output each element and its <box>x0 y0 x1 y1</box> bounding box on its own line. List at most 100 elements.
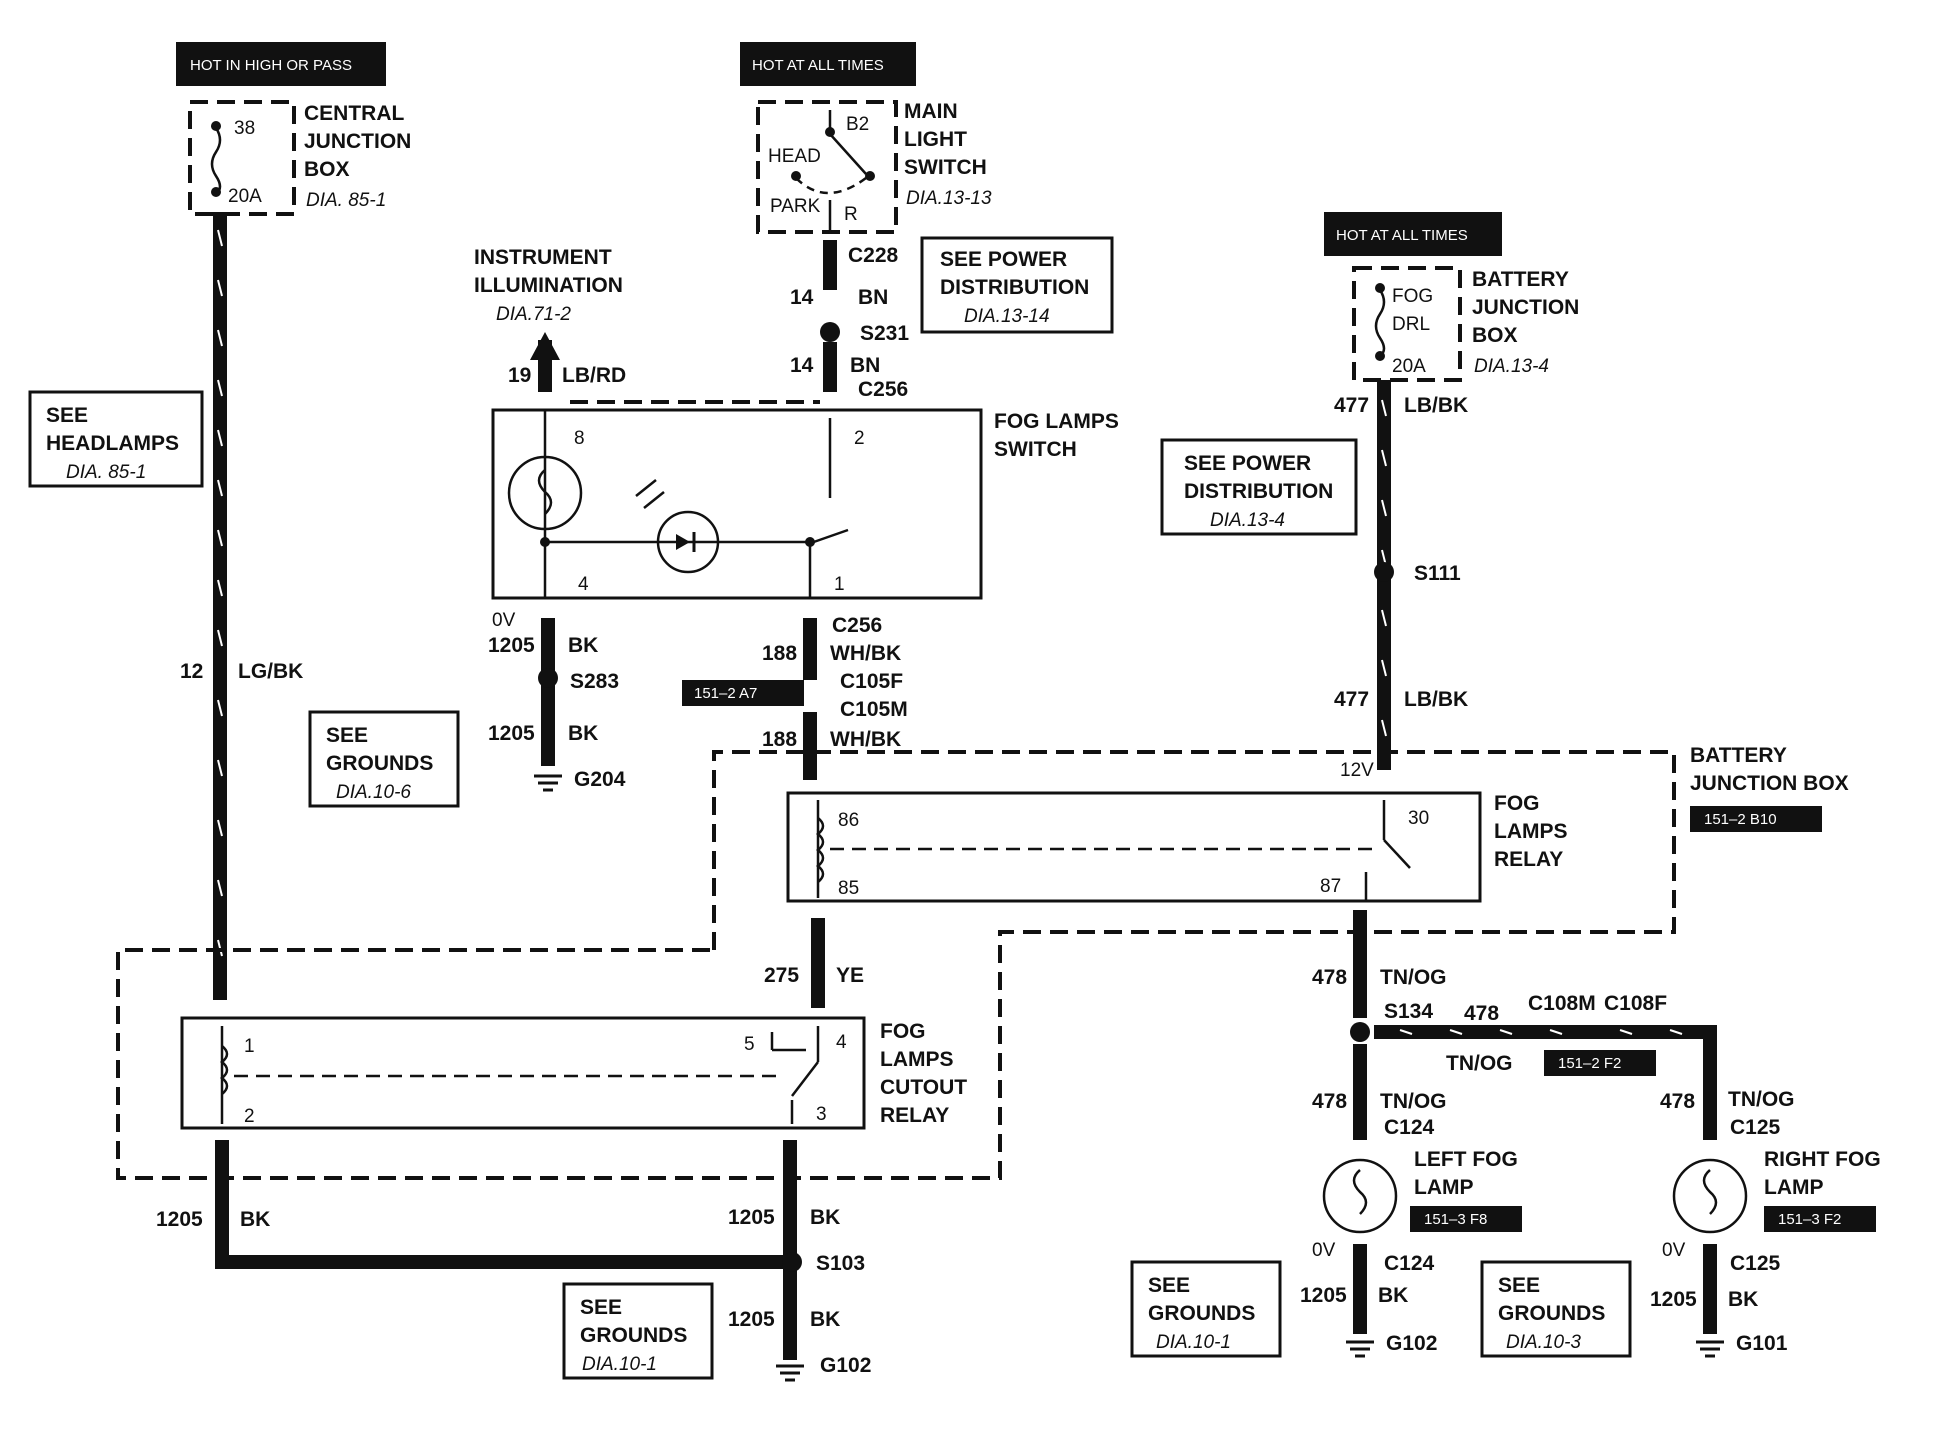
see-headlamps-box <box>28 390 204 488</box>
wire-color: BK <box>568 722 598 745</box>
see-power-2-l2: DISTRIBUTION <box>1184 480 1333 503</box>
fog-relay-title-3: RELAY <box>1494 848 1563 871</box>
ref-tag-f8 <box>1410 1206 1522 1232</box>
hot-all-times-tag-2 <box>1324 212 1502 256</box>
see-grounds-box-1 <box>308 710 460 808</box>
pin-1: 1 <box>244 1036 255 1057</box>
ref-tag-b10 <box>1690 806 1822 832</box>
splice-s231 <box>820 322 840 342</box>
labels: HOT IN HIGH OR PASS HOT AT ALL TIMES HOT… <box>46 57 1881 1377</box>
connector-label: C228 <box>848 244 899 267</box>
connector-label: C124 <box>1384 1116 1435 1139</box>
wire-num: 14 <box>790 286 814 309</box>
right-lamp-title-2: LAMP <box>1764 1176 1824 1199</box>
instrument-title-1: INSTRUMENT <box>474 246 612 269</box>
pin-r: R <box>844 204 858 225</box>
wire-color: BN <box>850 354 880 377</box>
voltage: 12V <box>1340 760 1374 781</box>
battery-jb-title-2: JUNCTION <box>1472 296 1579 319</box>
pin-4: 4 <box>578 574 589 595</box>
pos-park: PARK <box>770 196 821 217</box>
relay-contact-icon <box>1383 839 1411 869</box>
central-jb-title-3: BOX <box>304 158 350 181</box>
fuse-number: 38 <box>234 118 255 139</box>
wire-color: LG/BK <box>238 660 303 683</box>
relay-contact-icon <box>791 1061 819 1097</box>
pin-30: 30 <box>1408 808 1429 829</box>
battery-jb-box-title-2: JUNCTION BOX <box>1690 772 1849 795</box>
connector-label: C256 <box>858 378 908 401</box>
see-grounds-4-dia: DIA.10-3 <box>1506 1332 1581 1353</box>
wire-color: TN/OG <box>1380 1090 1447 1113</box>
pin-87: 87 <box>1320 876 1341 897</box>
main-switch-dia: DIA.13-13 <box>906 188 992 209</box>
central-jb-dia: DIA. 85-1 <box>306 190 386 211</box>
pin-85: 85 <box>838 878 859 899</box>
connector-label: C108M <box>1528 992 1596 1015</box>
connector-label: S111 <box>1414 562 1461 585</box>
see-power-2-dia: DIA.13-4 <box>1210 510 1285 531</box>
see-grounds-1-dia: DIA.10-6 <box>336 782 411 803</box>
ground-icon-g102a <box>776 1364 804 1382</box>
connector-label: C125 <box>1730 1116 1781 1139</box>
see-power-box-1 <box>920 236 1114 334</box>
pin-1: 1 <box>834 574 845 595</box>
voltage: 0V <box>492 610 516 631</box>
wire-color: LB/RD <box>562 364 626 387</box>
wire-num: 275 <box>764 964 799 987</box>
instrument-dia: DIA.71-2 <box>496 304 571 325</box>
splice-s283 <box>538 668 558 688</box>
main-switch-outline <box>756 100 898 234</box>
see-grounds-3-l1: SEE <box>1148 1274 1190 1297</box>
see-headlamps-dia: DIA. 85-1 <box>66 462 146 483</box>
cutout-title-2: LAMPS <box>880 1048 954 1071</box>
relay-coil-icon <box>816 817 825 883</box>
pin-5: 5 <box>744 1034 755 1055</box>
indicator-led-icon <box>656 510 720 574</box>
connector-label: C124 <box>1384 1252 1435 1275</box>
wire-color: BK <box>810 1308 840 1331</box>
see-grounds-4-l1: SEE <box>1498 1274 1540 1297</box>
cutout-relay-box <box>180 1016 866 1130</box>
wire-num: 1205 <box>156 1208 203 1231</box>
hot-all-times-label-2: HOT AT ALL TIMES <box>1336 227 1468 244</box>
dashed-outlines <box>116 100 1676 1180</box>
connector-label: S231 <box>860 322 909 345</box>
voltage: 0V <box>1662 1240 1686 1261</box>
splice-s134 <box>1350 1022 1370 1042</box>
tag-boxes <box>176 42 1876 1232</box>
switch-link-icon <box>795 176 867 195</box>
cutout-title-3: CUTOUT <box>880 1076 967 1099</box>
wire-num: 1205 <box>1300 1284 1347 1307</box>
battery-jb-box-title-1: BATTERY <box>1690 744 1787 767</box>
connector-label: S103 <box>816 1252 865 1275</box>
see-grounds-1-l1: SEE <box>326 724 368 747</box>
see-power-1-l1: SEE POWER <box>940 248 1067 271</box>
hot-all-times-label-1: HOT AT ALL TIMES <box>752 57 884 74</box>
wire-color: WH/BK <box>830 642 901 665</box>
connector-label: C105M <box>840 698 908 721</box>
pin-2: 2 <box>244 1106 255 1127</box>
instrument-title-2: ILLUMINATION <box>474 274 623 297</box>
fog-relay-title-2: LAMPS <box>1494 820 1568 843</box>
fuse-rating: 20A <box>228 186 262 207</box>
see-grounds-2-l2: GROUNDS <box>580 1324 687 1347</box>
wire-num: 14 <box>790 354 814 377</box>
see-grounds-box-4 <box>1480 1260 1632 1358</box>
connector-label: G101 <box>1736 1332 1788 1355</box>
pos-head: HEAD <box>768 146 821 167</box>
ref-b10-label: 151–2 B10 <box>1704 811 1777 828</box>
hot-high-pass-tag <box>176 42 386 86</box>
main-switch-title-1: MAIN <box>904 100 958 123</box>
wire-color: TN/OG <box>1446 1052 1513 1075</box>
wire-num: 188 <box>762 728 797 751</box>
central-jb-title-2: JUNCTION <box>304 130 411 153</box>
wire-num: 19 <box>508 364 531 387</box>
illumination-bulb-icon <box>507 455 583 531</box>
splice-s103 <box>782 1252 802 1272</box>
wire-num: 477 <box>1334 394 1369 417</box>
cutout-title-4: RELAY <box>880 1104 949 1127</box>
ref-f8-label: 151–3 F8 <box>1424 1211 1487 1228</box>
